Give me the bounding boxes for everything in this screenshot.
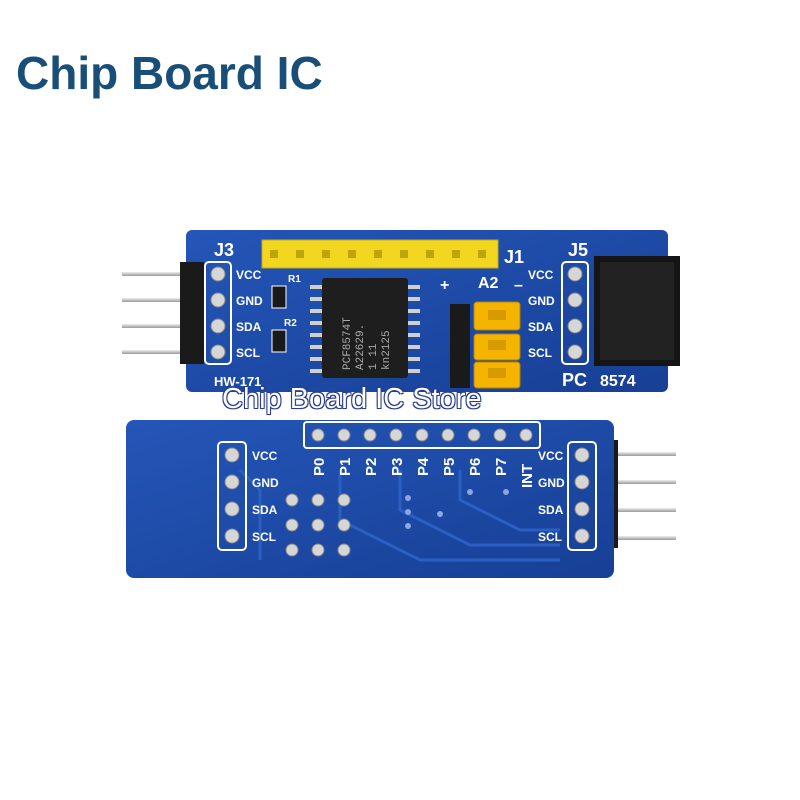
address-pad-grid — [285, 493, 351, 557]
top-right-pin-label: GND — [528, 294, 555, 308]
bottom-left-pin-label: VCC — [252, 449, 278, 463]
top-right-pin-label: VCC — [528, 268, 554, 282]
j5-pad — [567, 318, 583, 334]
chip-marking: A22629. — [355, 324, 367, 370]
port-label: P3 — [389, 458, 406, 476]
j3-pad — [210, 266, 226, 282]
minus-mark: – — [514, 277, 523, 294]
j3-pad — [210, 292, 226, 308]
j3-pad — [210, 344, 226, 360]
resistor-r2 — [271, 329, 287, 353]
bottom-left-pads — [224, 447, 240, 544]
page-title: Chip Board IC — [16, 47, 323, 99]
bottom-left-outline — [217, 441, 247, 551]
bottom-right-pin-label: VCC — [538, 449, 564, 463]
j1-pin-holes — [270, 250, 486, 258]
chip-marking: PCF8574T — [342, 317, 354, 370]
port-header-outline — [303, 421, 541, 449]
a2-label: A2 — [478, 275, 499, 292]
j5-silk-outline — [561, 261, 589, 365]
bottom-left-pin-label: SDA — [252, 503, 278, 517]
j3-pad — [210, 318, 226, 334]
chip-marking: kn2125 — [381, 330, 393, 370]
pcf8574-chip: PCF8574T A22629. 1 11 kn2125 — [310, 278, 420, 378]
bottom-right-pin-label: SDA — [538, 503, 564, 517]
port-label: P2 — [363, 458, 380, 476]
model-label: HW-171 — [214, 374, 261, 389]
port-label: P5 — [441, 458, 458, 476]
bottom-left-pin-label: SCL — [252, 530, 276, 544]
store-watermark: Chip Board IC Store — [222, 383, 482, 415]
port-label: P7 — [493, 458, 510, 476]
left-male-pins — [122, 272, 184, 354]
part-label-left: PC — [562, 370, 587, 390]
j5-pad — [567, 292, 583, 308]
j5-label: J5 — [568, 240, 588, 260]
top-left-pin-label: SCL — [236, 346, 260, 360]
port-label: P1 — [337, 458, 354, 476]
bottom-right-pads — [574, 447, 590, 544]
bottom-male-pins — [608, 440, 676, 548]
port-header-pads — [311, 428, 533, 442]
top-right-pin-label: SCL — [528, 346, 552, 360]
top-right-pin-label: SDA — [528, 320, 554, 334]
port-label: INT — [519, 464, 536, 488]
bottom-right-pin-label: GND — [538, 476, 565, 490]
part-label-right: 8574 — [600, 373, 636, 390]
chip-marking: 1 11 — [368, 343, 380, 370]
top-left-pin-label: SDA — [236, 320, 262, 334]
bottom-right-outline — [567, 441, 597, 551]
bottom-pcb — [126, 420, 614, 578]
vias — [405, 489, 509, 529]
top-pcb — [186, 230, 668, 392]
j3-header-housing — [180, 262, 204, 364]
j5-pad — [567, 344, 583, 360]
j3-label: J3 — [214, 240, 234, 260]
bottom-right-pin-label: SCL — [538, 530, 562, 544]
plus-mark: + — [440, 277, 449, 294]
r1-label: R1 — [288, 274, 301, 285]
top-board: J3 J1 J5 A2 + – HW-171 PC 8574 R1 R2 VCC… — [122, 230, 680, 392]
port-label: P6 — [467, 458, 484, 476]
j1-label: J1 — [504, 247, 524, 267]
top-left-pin-label: GND — [236, 294, 263, 308]
port-label: P0 — [311, 458, 328, 476]
resistor-r1 — [271, 285, 287, 309]
j5-pad — [567, 266, 583, 282]
r2-label: R2 — [284, 318, 297, 329]
port-label: P4 — [415, 457, 432, 476]
bottom-board: P0 P1 P2 P3 P4 P5 P6 P7 INT VCC GND SDA … — [126, 420, 676, 578]
j3-silk-outline — [204, 261, 232, 365]
address-jumpers — [450, 301, 521, 389]
top-left-pin-label: VCC — [236, 268, 262, 282]
bottom-left-pin-label: GND — [252, 476, 279, 490]
